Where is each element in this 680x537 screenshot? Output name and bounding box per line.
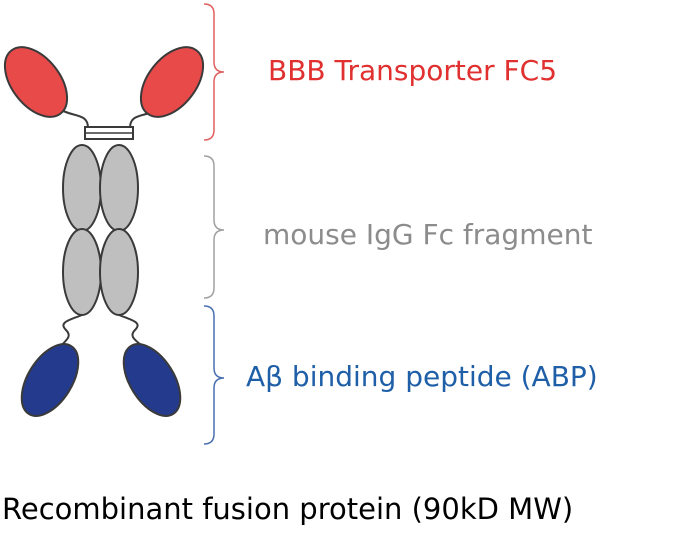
fc-domain-upper-right [99,144,139,232]
fc-fragment-label: mouse IgG Fc fragment [263,218,593,251]
figure-caption: Recombinant fusion protein (90kD MW) [2,492,574,526]
fc-domain-lower-right [99,228,139,316]
abp-label: Aβ binding peptide (ABP) [246,360,598,393]
fc-fragment-bracket [203,155,225,299]
left-fc5-domain [3,46,69,118]
hinge-region [84,126,134,140]
transporter-bracket [203,3,225,141]
right-abp-domain [122,343,182,417]
fc-domain-upper-left [62,144,102,232]
transporter-label: BBB Transporter FC5 [268,54,558,87]
right-fc5-domain [139,46,205,118]
left-abp-domain [20,343,80,417]
abp-bracket [203,305,225,445]
fc-domain-lower-left [62,228,102,316]
